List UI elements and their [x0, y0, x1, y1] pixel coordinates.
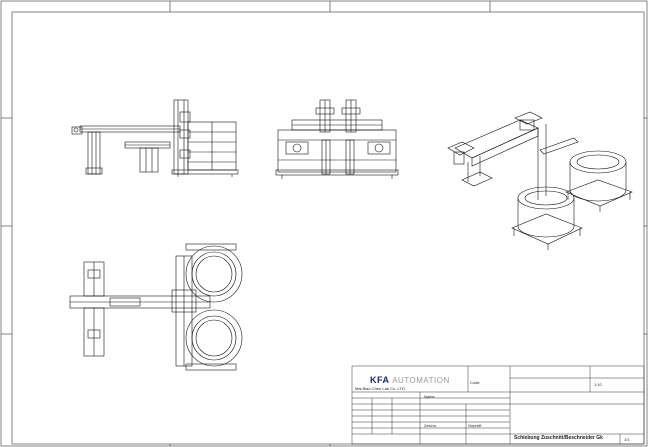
checked-label: Geprüft — [468, 423, 482, 428]
isometric-view — [447, 111, 633, 250]
sheet-number: 1/1 — [624, 437, 630, 442]
logo-main: KFA — [370, 375, 390, 385]
side-view — [71, 99, 239, 177]
field-name-label: Name — [424, 394, 435, 399]
company-line: Mai Biao Chen Lab Co.,LTD. — [355, 386, 406, 391]
drawing-title: Schiebung Zuschnitt/Beschneider Gk — [514, 435, 603, 441]
scale-value: 1:10 — [594, 382, 602, 387]
company-logo: KFA AUTOMATION — [370, 375, 450, 385]
front-view — [275, 99, 399, 179]
field-code-label: Code — [470, 380, 480, 385]
top-view — [69, 243, 243, 371]
drawn-label: Zeichn. — [424, 423, 438, 428]
title-block — [351, 365, 645, 445]
logo-sub: AUTOMATION — [392, 376, 450, 385]
